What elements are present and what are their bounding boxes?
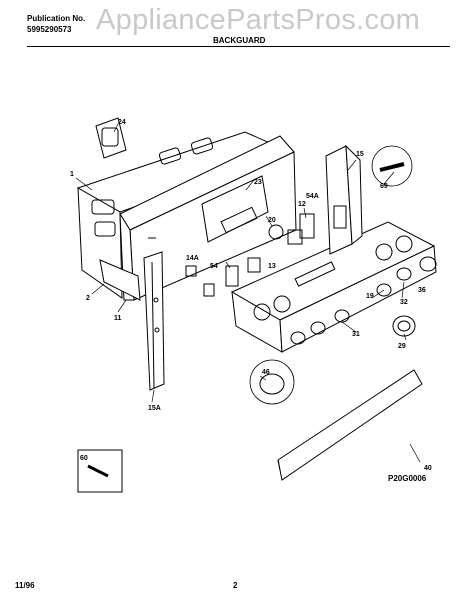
callout-46: 46 [262, 369, 270, 376]
footer-date: 11/96 [15, 581, 35, 590]
callout-60: 60 [80, 455, 88, 462]
rocker-switch [95, 117, 127, 159]
footer-page-number: 2 [233, 581, 238, 590]
leader-lines [75, 123, 421, 463]
callout-31: 31 [352, 331, 360, 338]
publication-label: Publication No. [27, 14, 86, 23]
callout-1: 1 [70, 171, 74, 178]
callout-54a: 54A [306, 193, 319, 200]
screw-inset [77, 449, 123, 493]
side-bracket-right [325, 144, 363, 255]
section-title: BACKGUARD [213, 36, 266, 45]
publication-number: 5995290573 [27, 25, 72, 34]
callout-labels: 1 2 11 12 13 14A 15 15A 19 20 23 24 29 3… [70, 119, 432, 472]
callout-29: 29 [398, 343, 406, 350]
callout-19: 19 [366, 293, 374, 300]
callout-15a: 15A [148, 405, 161, 412]
callout-11: 11 [114, 315, 122, 322]
callout-15: 15 [356, 151, 364, 158]
callout-23: 23 [254, 179, 262, 186]
callout-13: 13 [268, 263, 276, 270]
ring-part [268, 224, 284, 240]
callout-32: 32 [400, 299, 408, 306]
knob-group [290, 256, 437, 345]
callout-54: 54 [210, 263, 218, 270]
switch-block [185, 205, 347, 297]
callout-2: 2 [86, 295, 90, 302]
header-rule [27, 46, 450, 47]
callout-24: 24 [118, 119, 126, 126]
cap-knob [249, 359, 295, 405]
callout-20: 20 [268, 217, 276, 224]
side-bracket-left [143, 251, 165, 391]
callout-14a: 14A [186, 255, 199, 262]
callout-69: 69 [380, 183, 388, 190]
trim-strip [277, 369, 423, 481]
clock-module [201, 175, 269, 243]
callout-12: 12 [298, 201, 306, 208]
large-knob [392, 315, 416, 337]
lower-brace [99, 259, 141, 301]
callout-36: 36 [418, 287, 426, 294]
watermark-text: AppliancePartsPros.com [96, 4, 421, 36]
callout-40: 40 [424, 465, 432, 472]
drawing-id: P20G0006 [388, 474, 427, 483]
screw-part [371, 145, 413, 187]
